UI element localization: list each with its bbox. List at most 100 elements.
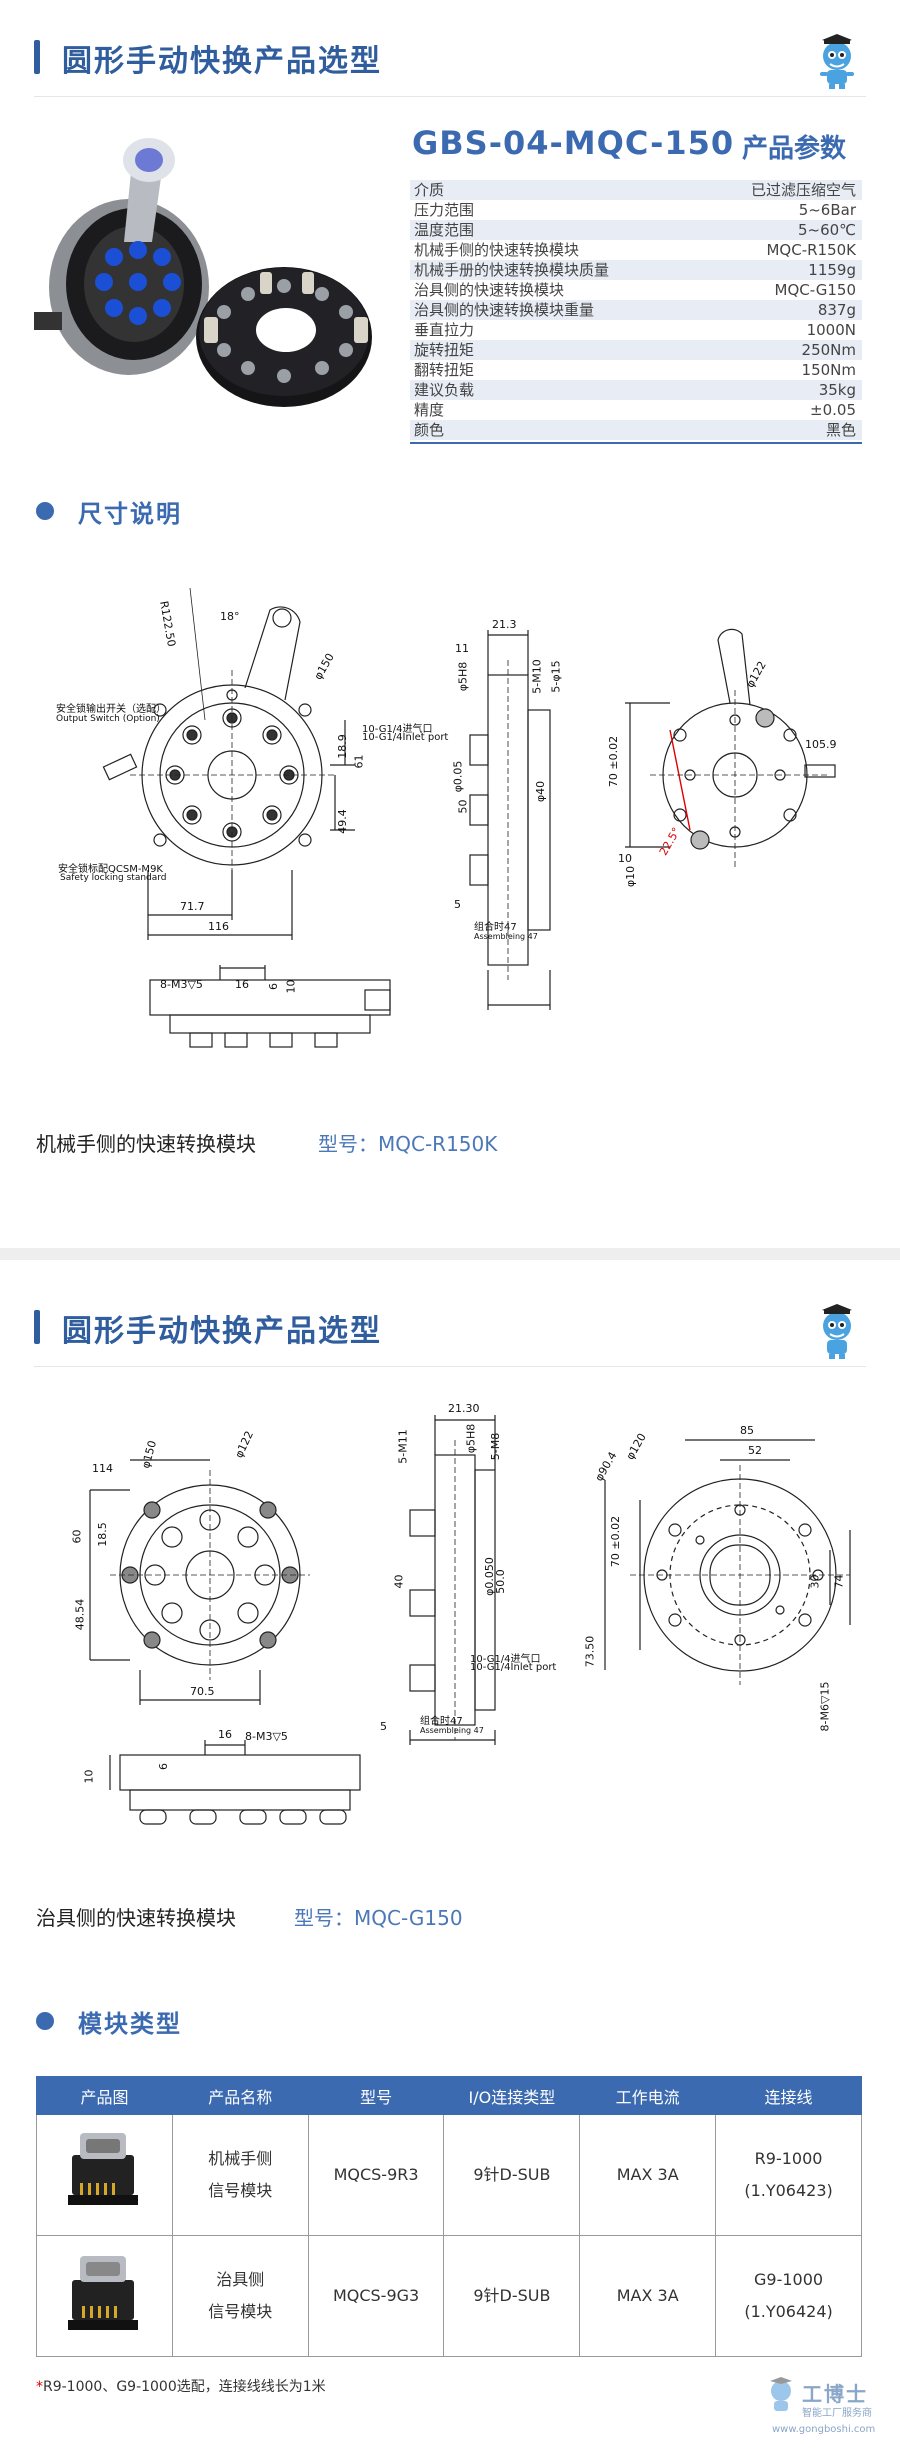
dim-label: 10 — [82, 1769, 96, 1784]
spec-row: 精度±0.05 — [410, 400, 862, 420]
section-title: 圆形手动快换产品选型 — [62, 1314, 382, 1349]
dim-label: 85 — [740, 1424, 754, 1437]
dim-label: φ120 — [623, 1431, 649, 1462]
module-current: MAX 3A — [579, 2235, 717, 2357]
spec-value: 837g — [817, 301, 856, 319]
module-table: 产品图 产品名称 型号 I/O连接类型 工作电流 连接线 — [36, 2076, 862, 2357]
dim-label: 21.30 — [448, 1402, 480, 1415]
product-photo — [34, 132, 374, 426]
column-header: 产品名称 — [171, 2076, 309, 2115]
divider — [34, 1366, 866, 1367]
mascot-logo-icon — [812, 1304, 862, 1364]
drawing-model: 型号：MQC-R150K — [318, 1132, 498, 1156]
spec-key: 治具侧的快速转换模块重量 — [414, 301, 595, 319]
spec-key: 温度范围 — [414, 221, 475, 239]
dim-label: 74 — [832, 1574, 846, 1589]
table-row: 机械手侧信号模块 MQCS-9R3 9针D-SUB MAX 3A R9-1000… — [36, 2114, 862, 2236]
dim-label: 16 — [235, 978, 249, 991]
annotation-text: Assembleing 47 — [420, 1726, 484, 1735]
footnote: *R9-1000、G9-1000选配，连接线线长为1米 — [36, 2376, 326, 2396]
section-title: 圆形手动快换产品选型 — [62, 44, 382, 79]
section-separator — [0, 1248, 900, 1260]
params-title: 产品参数 — [742, 134, 847, 164]
dim-label: φ90.4 — [592, 1449, 620, 1484]
spec-value: 35kg — [818, 381, 856, 399]
spec-table-underline — [410, 442, 862, 444]
drawing-caption: 治具侧的快速转换模块 — [36, 1906, 236, 1930]
dim-label: 70 ±0.02 — [607, 735, 621, 788]
module-cable: R9-1000(1.Y06423) — [715, 2114, 862, 2236]
dim-label: 5-M8 — [489, 1432, 503, 1461]
module-model: MQCS-9R3 — [307, 2114, 445, 2236]
dim-label: 71.7 — [180, 900, 205, 913]
drawing-labels: 114 φ150 φ122 60 18.5 48.54 70.5 21.30 φ… — [30, 1400, 880, 1870]
dim-label: 30 — [808, 1574, 822, 1589]
module-name-line: 机械手侧 — [208, 2149, 273, 2168]
dim-label: 5 — [454, 898, 461, 911]
cable-code: R9-1000 — [754, 2149, 823, 2168]
table-row: 治具侧信号模块 MQCS-9G3 9针D-SUB MAX 3A G9-1000(… — [36, 2235, 862, 2357]
spec-key: 翻转扭矩 — [414, 361, 475, 379]
annotation-text: 安全锁输出开关（选配） — [56, 704, 166, 715]
dim-label: 5-M11 — [396, 1429, 410, 1464]
spec-key: 旋转扭矩 — [414, 341, 475, 359]
spec-key: 垂直拉力 — [414, 321, 475, 339]
bullet-dot-icon — [36, 502, 54, 520]
dim-label: 50.0 — [493, 1569, 507, 1594]
dimensions-title: 尺寸说明 — [78, 500, 182, 528]
annotation-text: 组合时47 — [474, 922, 517, 933]
mascot-logo-icon — [812, 34, 862, 94]
column-header: 型号 — [307, 2076, 445, 2115]
dim-label: 60 — [70, 1529, 84, 1544]
dim-label: φ5H8 — [456, 661, 470, 692]
annotation-text: Output Switch (Option) — [56, 714, 160, 724]
dim-label: 22.5° — [656, 825, 684, 858]
spec-value: MQC-R150K — [766, 241, 856, 259]
module-name-line: 治具侧 — [216, 2270, 265, 2289]
dim-label: 49.4 — [335, 809, 349, 834]
module-model: MQCS-9G3 — [307, 2235, 445, 2357]
drawing-caption: 机械手侧的快速转换模块 — [36, 1132, 256, 1156]
dim-label: 18.9 — [335, 734, 349, 759]
watermark-slogan: 智能工厂服务商 — [802, 2408, 872, 2419]
spec-key: 压力范围 — [414, 201, 475, 219]
dim-label: 18° — [220, 610, 240, 623]
spec-row: 治具侧的快速转换模块重量 837g — [410, 300, 862, 320]
spec-value: 1000N — [806, 321, 856, 339]
watermark-url: www.gongboshi.com — [772, 2424, 876, 2435]
watermark-name: 工博士 — [802, 2382, 868, 2406]
dim-label: φ122 — [743, 659, 769, 690]
spec-value: 已过滤压缩空气 — [750, 181, 856, 199]
spec-key: 机械手册的快速转换模块质量 — [414, 261, 610, 279]
module-io: 9针D-SUB — [443, 2235, 581, 2357]
module-cable: G9-1000(1.Y06424) — [715, 2235, 862, 2357]
annotation-text: Assembleing 47 — [474, 932, 538, 941]
dim-label: φ122 — [232, 1428, 256, 1461]
module-name: 治具侧信号模块 — [171, 2235, 309, 2357]
dim-label: 61 — [352, 754, 366, 769]
watermark: 工博士 智能工厂服务商 www.gongboshi.com — [762, 2372, 892, 2446]
dim-label: 5 — [380, 1720, 387, 1733]
dim-label: 8-M3▽5 — [160, 978, 203, 991]
module-image — [36, 2235, 173, 2357]
drawing-model: 型号：MQC-G150 — [294, 1906, 463, 1930]
bullet-dot-icon — [36, 2012, 54, 2030]
dim-label: φ0.05 — [451, 760, 465, 793]
annotation-text: 10-G1/4进气口 — [362, 724, 433, 735]
cable-code: G9-1000 — [754, 2270, 824, 2289]
column-header: 工作电流 — [579, 2076, 717, 2115]
dim-label: 114 — [92, 1462, 113, 1475]
spec-key: 治具侧的快速转换模块 — [414, 281, 565, 299]
spec-value: 黑色 — [825, 421, 856, 439]
dim-label: 105.9 — [805, 738, 837, 751]
dim-label: R122.50 — [157, 600, 179, 648]
dim-label: 8-M6▽15 — [818, 1681, 832, 1732]
dim-label: 70 ±0.02 — [609, 1515, 623, 1568]
dim-label: 50 — [456, 799, 470, 814]
footnote-text: R9-1000、G9-1000选配，连接线线长为1米 — [43, 2379, 326, 2395]
module-name-line: 信号模块 — [208, 2302, 273, 2321]
